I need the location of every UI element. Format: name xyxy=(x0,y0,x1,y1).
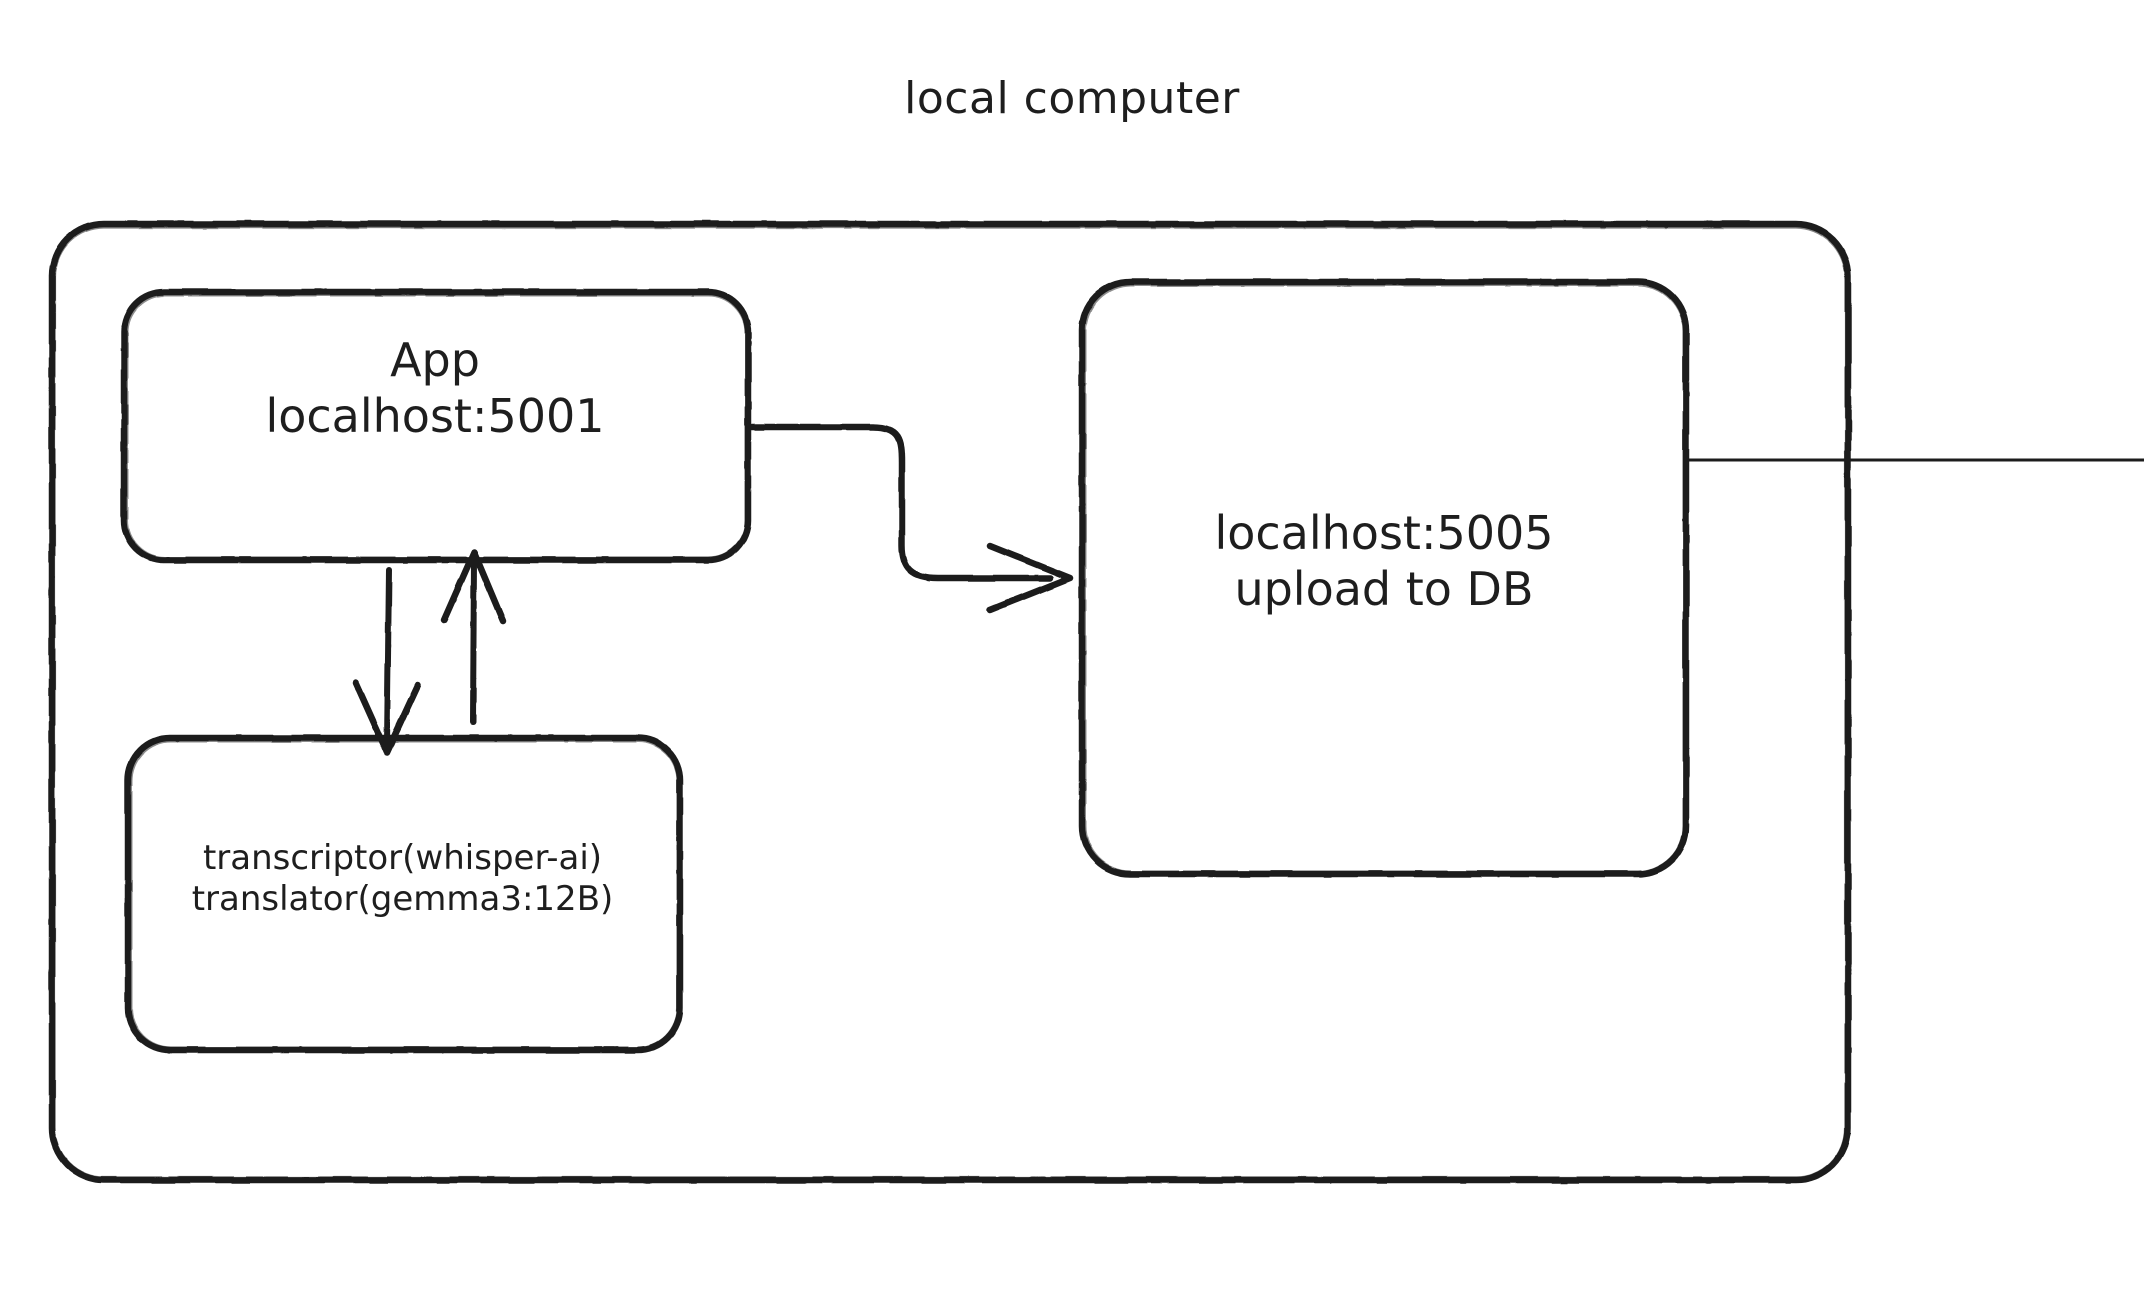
edge-app-to-db[interactable] xyxy=(746,423,1074,614)
edge-models-to-app-line xyxy=(470,557,477,725)
local-computer-container-outline xyxy=(48,220,1852,1184)
models-box-label: transcriptor(whisper-ai) translator(gemm… xyxy=(191,838,614,920)
local-computer-container-outline-second-pass xyxy=(52,225,1848,1180)
edge-app-to-models-arrowhead xyxy=(352,679,422,756)
db-upload-box-outline-second-pass xyxy=(1083,283,1686,874)
edge-db-outbound-line xyxy=(1684,455,2144,465)
app-box[interactable] xyxy=(120,288,752,564)
edge-models-to-app[interactable] xyxy=(440,548,507,725)
local-computer-container[interactable] xyxy=(48,220,1852,1184)
db-upload-box-outline xyxy=(1078,278,1690,878)
app-box-outline-second-pass xyxy=(125,293,748,560)
edge-app-to-models-line xyxy=(384,567,392,748)
edge-models-to-app-arrowhead xyxy=(440,548,507,625)
edge-app-to-db-arrowhead xyxy=(986,542,1074,614)
edge-app-to-models[interactable] xyxy=(352,567,422,756)
app-box-label: App localhost:5001 xyxy=(265,333,605,444)
diagram-title: local computer xyxy=(904,73,1240,124)
models-box[interactable] xyxy=(124,734,684,1054)
db-upload-box-label: localhost:5005 upload to DB xyxy=(1214,506,1554,617)
edge-db-outbound[interactable] xyxy=(1684,455,2144,465)
db-upload-box[interactable] xyxy=(1078,278,1690,878)
models-box-outline-second-pass xyxy=(129,739,680,1050)
edge-app-to-db-line xyxy=(746,423,1054,582)
models-box-outline xyxy=(124,734,684,1054)
